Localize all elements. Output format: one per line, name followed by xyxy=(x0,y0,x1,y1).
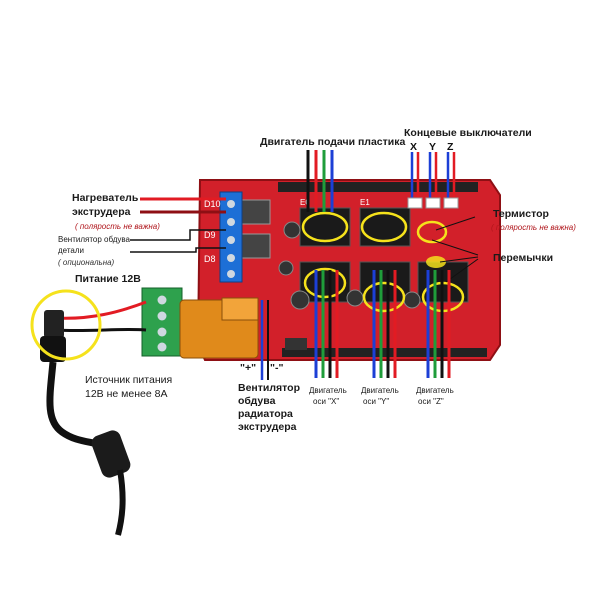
motor-z-wires xyxy=(426,270,451,378)
label-motor-x-2: оси "X" xyxy=(313,397,340,406)
power-wires xyxy=(54,300,147,333)
label-rad-fan-1: Вентилятор xyxy=(238,382,300,394)
filament-motor-wires xyxy=(306,150,334,212)
highlight-power-plug xyxy=(30,289,102,361)
small-chip xyxy=(285,338,307,350)
pin-header-bottom xyxy=(282,348,487,357)
silk-d9: D9 xyxy=(204,230,216,240)
label-endstop-y: Y xyxy=(429,141,437,153)
highlight-driver-e1 xyxy=(360,211,408,243)
label-psu-2: 12В не менее 8А xyxy=(85,388,168,400)
screw xyxy=(157,342,167,352)
fuse-small xyxy=(221,297,259,321)
capacitor xyxy=(290,290,310,310)
screw xyxy=(157,311,167,321)
label-heater-1: Нагреватель xyxy=(72,192,139,204)
label-rad-fan-4: экструдера xyxy=(238,421,297,433)
highlight-driver-e0 xyxy=(301,211,349,243)
power-adapter xyxy=(30,289,131,536)
motor-x-wires xyxy=(314,270,339,378)
driver-slot-e1 xyxy=(359,207,411,247)
highlight-thermistor xyxy=(416,220,448,244)
silk-d8: D8 xyxy=(204,254,216,264)
endstop-wires xyxy=(407,152,459,209)
silk-e1: E1 xyxy=(360,198,370,207)
capacitor xyxy=(278,260,294,276)
label-fan-note: ( опциональна) xyxy=(58,258,115,267)
label-thermistor: Термистор xyxy=(493,208,549,220)
label-filament-motor: Двигатель подачи пластика xyxy=(260,136,406,148)
mosfet xyxy=(241,199,271,225)
label-heater-2: экструдера xyxy=(72,206,131,218)
screw xyxy=(227,236,235,244)
screw xyxy=(227,270,235,278)
label-endstop-z: Z xyxy=(447,141,454,153)
label-thermistor-note: ( полярость не важна) xyxy=(491,223,576,232)
label-motor-y-1: Двигатель xyxy=(361,386,399,395)
capacitor xyxy=(346,289,364,307)
mosfet xyxy=(241,233,271,259)
ramps-board xyxy=(141,179,501,361)
screw xyxy=(227,254,235,262)
driver-slot-e0 xyxy=(299,207,351,247)
motor-y-wires xyxy=(372,270,397,378)
label-rad-fan-2: обдува xyxy=(238,395,276,407)
part-fan-wires xyxy=(130,229,226,253)
heater-wires xyxy=(140,197,226,214)
highlight-driver-x xyxy=(303,267,347,299)
label-heater-note: ( полярость не важна) xyxy=(75,222,160,231)
label-power: Питание 12В xyxy=(75,273,141,285)
highlight-driver-y xyxy=(362,281,406,313)
label-motor-z-1: Двигатель xyxy=(416,386,454,395)
pointer-lines xyxy=(431,216,479,283)
capacitor xyxy=(283,221,301,239)
label-motor-y-2: оси "Y" xyxy=(363,397,390,406)
radiator-fan-wires xyxy=(260,300,269,380)
highlight-jumper xyxy=(426,256,446,268)
label-minus: "-" xyxy=(270,362,284,374)
silk-d10: D10 xyxy=(204,199,221,209)
screw xyxy=(227,218,235,226)
label-motor-x-1: Двигатель xyxy=(309,386,347,395)
silk-e0: E0 xyxy=(300,198,310,207)
label-fan-2: детали xyxy=(58,246,85,255)
label-plus: "+" xyxy=(240,362,257,374)
label-endstops: Концевые выключатели xyxy=(404,127,532,139)
label-psu-1: Источник питания xyxy=(85,374,173,386)
label-fan-1: Вентилятор обдува xyxy=(58,235,130,244)
label-endstop-x: X xyxy=(410,141,418,153)
screw xyxy=(227,200,235,208)
screw xyxy=(157,327,167,337)
label-motor-z-2: оси "Z" xyxy=(418,397,444,406)
pin-header-top xyxy=(278,182,478,192)
capacitor xyxy=(403,291,421,309)
label-jumpers: Перемычки xyxy=(493,252,554,264)
screw xyxy=(157,295,167,305)
label-rad-fan-3: радиатора xyxy=(238,408,293,420)
